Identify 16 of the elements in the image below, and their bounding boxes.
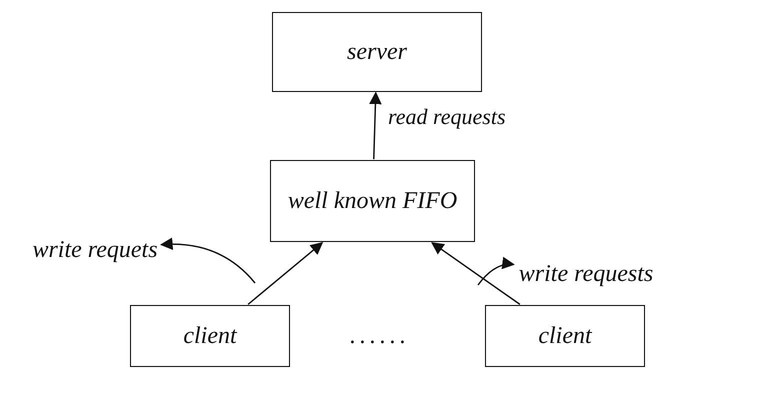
arrow (248, 242, 324, 305)
leader-line (160, 238, 256, 284)
leader-line (477, 257, 515, 286)
process-box (130, 305, 290, 367)
process-box (485, 305, 645, 367)
arrow (369, 92, 382, 160)
arrow (431, 242, 520, 305)
ellipsis-text: ...... (350, 322, 410, 351)
note-text: write requets (30, 232, 160, 268)
box-label: well known FIFO (288, 187, 458, 216)
box-label: server (347, 38, 407, 67)
process-box (272, 12, 482, 92)
process-box (270, 160, 475, 242)
box-label: client (183, 322, 237, 351)
box-label: client (538, 322, 592, 351)
note-text: write requests (515, 256, 657, 292)
